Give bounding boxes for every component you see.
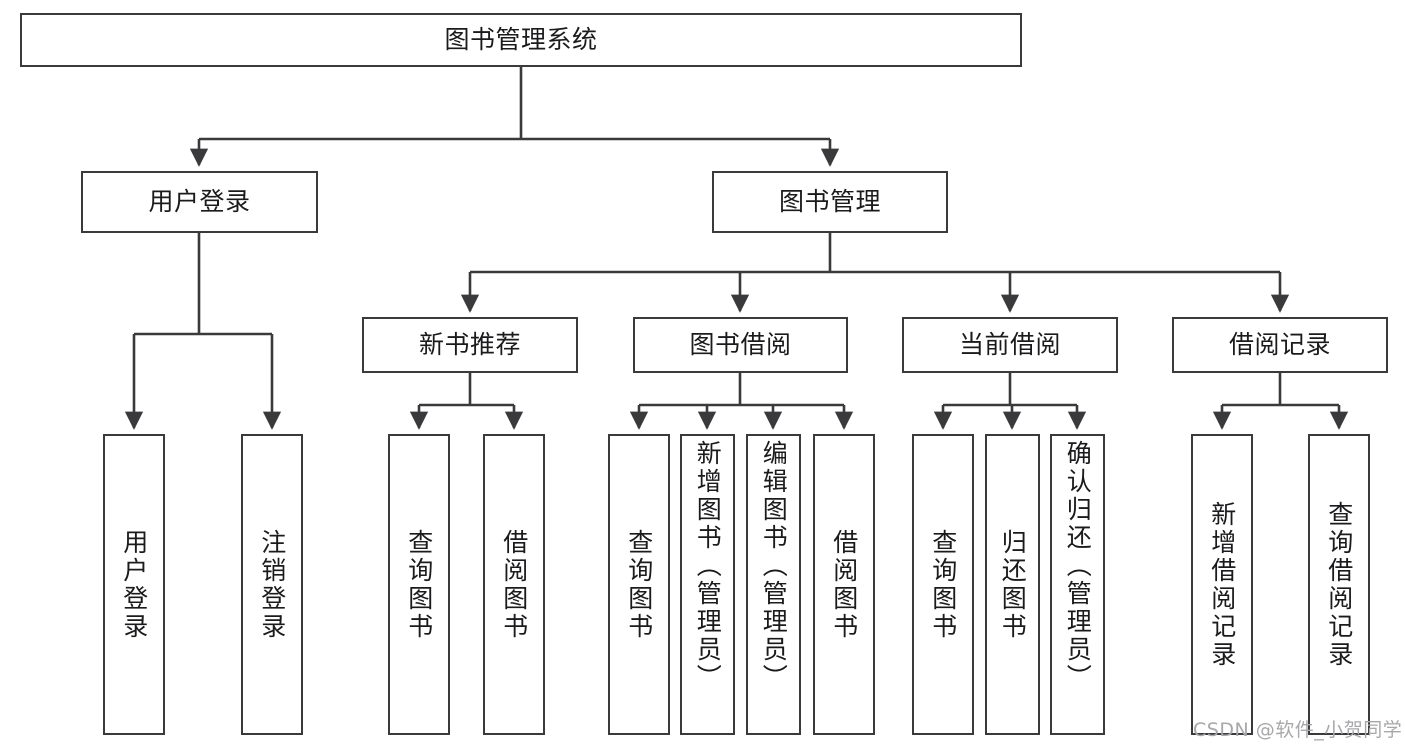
node-leaf-add-record-label: 新增借阅记录 (1207, 500, 1237, 669)
node-book-borrow-label: 图书借阅 (689, 330, 792, 360)
node-leaf-borrow-book-rec-label: 借阅图书 (499, 528, 529, 641)
node-leaf-borrow-book-label: 借阅图书 (829, 528, 859, 641)
node-leaf-query-record[interactable]: 查询借阅记录 (1308, 434, 1370, 735)
node-leaf-query-record-label: 查询借阅记录 (1324, 500, 1354, 669)
node-leaf-user-login[interactable]: 用户登录 (103, 434, 165, 735)
node-user-login[interactable]: 用户登录 (81, 171, 318, 233)
node-leaf-borrow-book-rec[interactable]: 借阅图书 (483, 434, 545, 735)
node-leaf-logout[interactable]: 注销登录 (241, 434, 303, 735)
node-book-manage[interactable]: 图书管理 (712, 171, 948, 233)
node-new-book-recommend[interactable]: 新书推荐 (362, 317, 578, 373)
node-current-borrow-label: 当前借阅 (958, 330, 1061, 360)
node-leaf-query-book-borrow-label: 查询图书 (624, 528, 654, 641)
node-leaf-confirm-return[interactable]: 确认归还（管理员） (1050, 434, 1105, 735)
node-leaf-user-login-label: 用户登录 (119, 528, 149, 641)
node-leaf-query-book-rec-label: 查询图书 (404, 528, 434, 641)
node-borrow-record[interactable]: 借阅记录 (1172, 317, 1388, 373)
node-user-login-label: 用户登录 (148, 187, 251, 217)
node-leaf-edit-book-label: 编辑图书（管理员） (759, 440, 789, 692)
node-leaf-confirm-return-label: 确认归还（管理员） (1063, 440, 1093, 692)
node-current-borrow[interactable]: 当前借阅 (902, 317, 1118, 373)
node-root-label: 图书管理系统 (444, 25, 598, 55)
node-root[interactable]: 图书管理系统 (20, 13, 1022, 67)
csdn-watermark: CSDN @软件_小贺同学 (1193, 719, 1403, 741)
node-leaf-add-book-label: 新增图书（管理员） (693, 440, 723, 692)
node-leaf-query-book-rec[interactable]: 查询图书 (388, 434, 450, 735)
node-borrow-record-label: 借阅记录 (1228, 330, 1331, 360)
node-leaf-query-book-current[interactable]: 查询图书 (912, 434, 974, 735)
node-leaf-logout-label: 注销登录 (257, 528, 287, 641)
node-leaf-query-book-borrow[interactable]: 查询图书 (608, 434, 670, 735)
node-leaf-return-book-label: 归还图书 (998, 528, 1028, 641)
node-leaf-add-book[interactable]: 新增图书（管理员） (680, 434, 735, 735)
node-new-book-recommend-label: 新书推荐 (418, 330, 521, 360)
node-book-borrow[interactable]: 图书借阅 (633, 317, 848, 373)
node-leaf-borrow-book[interactable]: 借阅图书 (813, 434, 875, 735)
node-leaf-return-book[interactable]: 归还图书 (985, 434, 1040, 735)
node-leaf-query-book-current-label: 查询图书 (928, 528, 958, 641)
node-leaf-edit-book[interactable]: 编辑图书（管理员） (746, 434, 801, 735)
node-leaf-add-record[interactable]: 新增借阅记录 (1191, 434, 1253, 735)
node-book-manage-label: 图书管理 (778, 187, 881, 217)
